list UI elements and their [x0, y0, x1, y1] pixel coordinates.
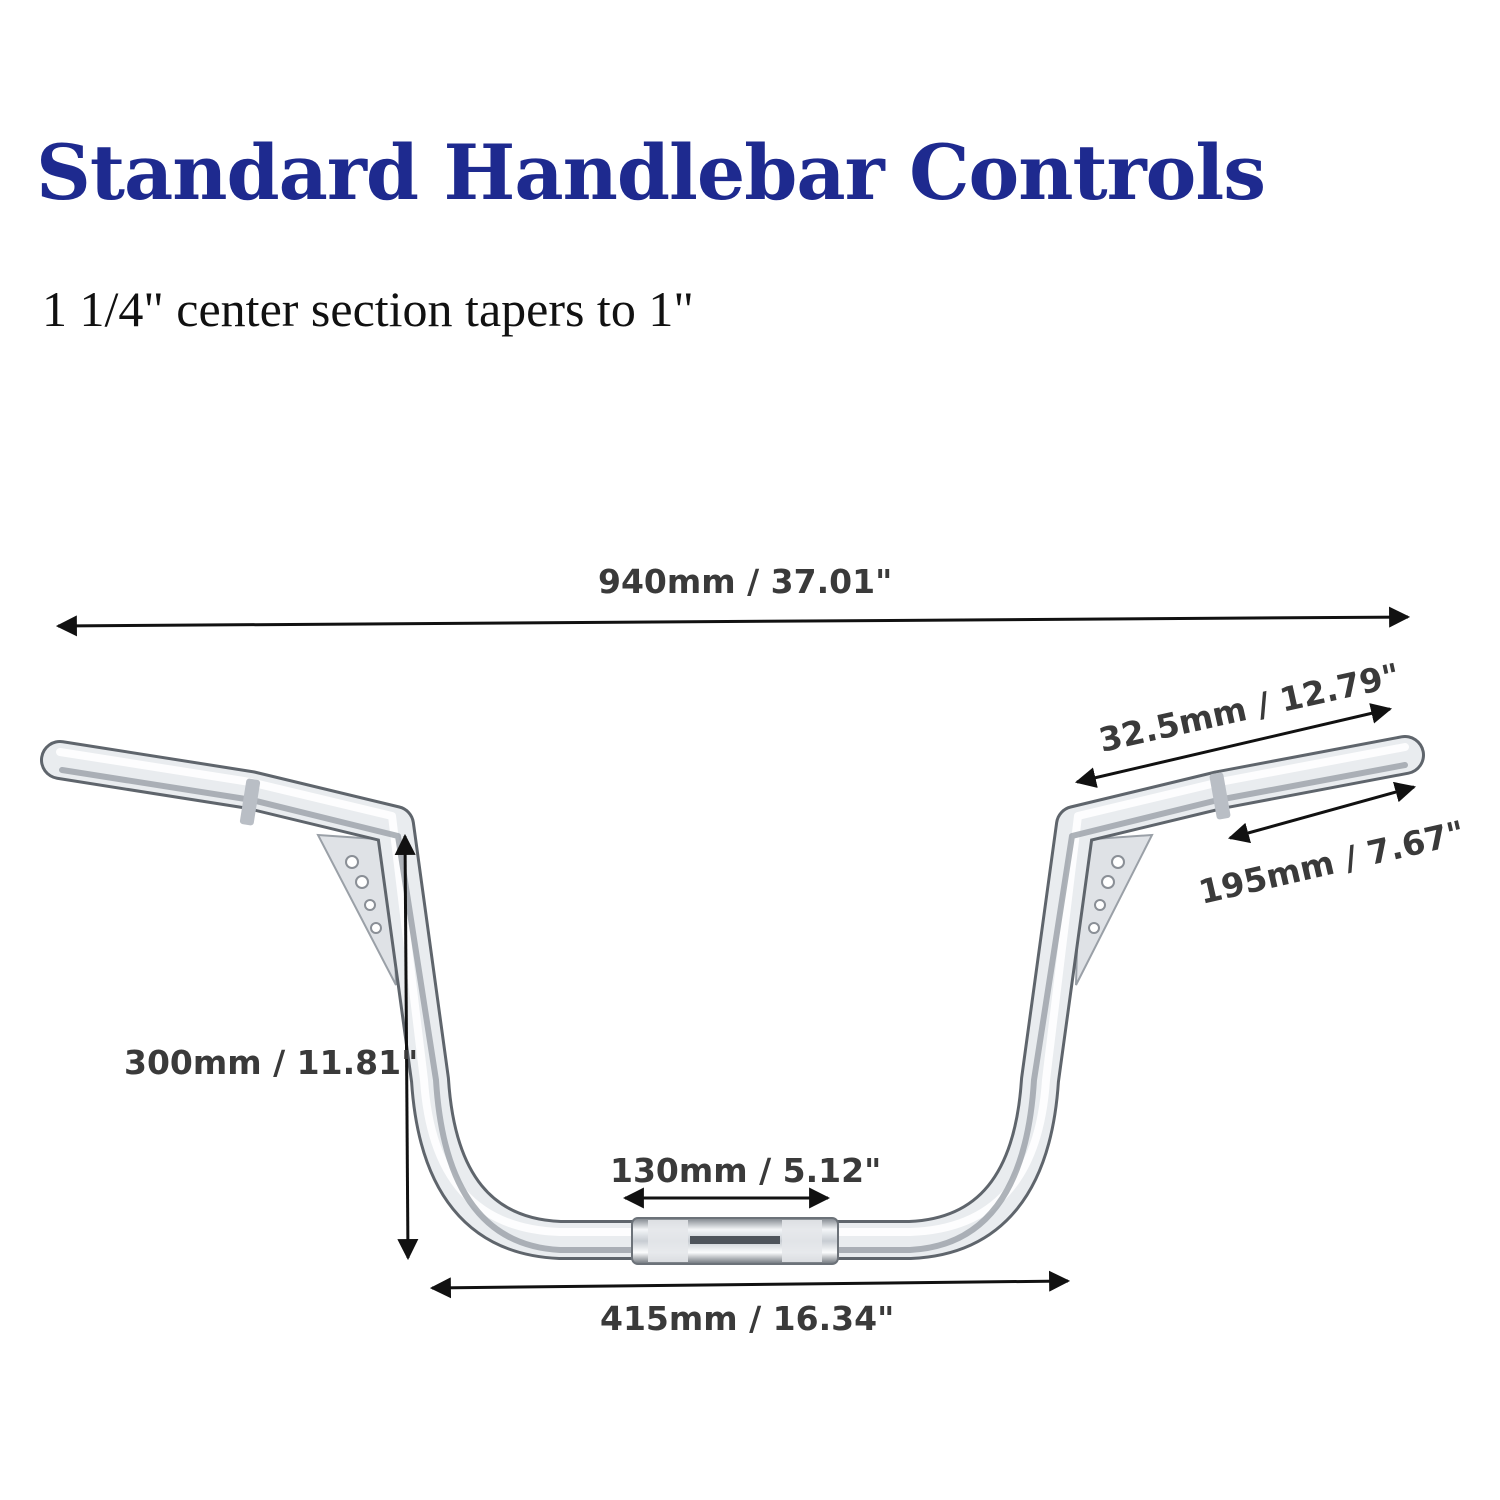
dimension-lines	[55, 606, 1417, 1299]
base-width-arrow	[429, 1270, 1071, 1299]
overall-width-arrow	[55, 606, 1411, 637]
overall-width-label: 940mm / 37.01"	[598, 562, 892, 601]
handlebar	[40, 735, 1425, 1265]
base-width-label: 415mm / 16.34"	[600, 1299, 894, 1338]
knurled-center	[631, 1217, 839, 1265]
left-gusset-holes	[345, 855, 382, 934]
page-title: Standard Handlebar Controls	[36, 128, 1266, 217]
grip-length-arrow	[1074, 703, 1393, 788]
grip-section-arrow	[1227, 781, 1417, 844]
knurl-width-label: 130mm / 5.12"	[610, 1151, 881, 1190]
rise-height-label: 300mm / 11.81"	[124, 1043, 418, 1082]
page-subtitle: 1 1/4" center section tapers to 1"	[42, 281, 694, 337]
grip-section-label: 195mm / 7.67"	[1195, 813, 1468, 912]
rise-height-arrow	[394, 833, 419, 1261]
left-taper-collar	[239, 778, 261, 826]
right-gusset-holes	[1088, 855, 1125, 934]
